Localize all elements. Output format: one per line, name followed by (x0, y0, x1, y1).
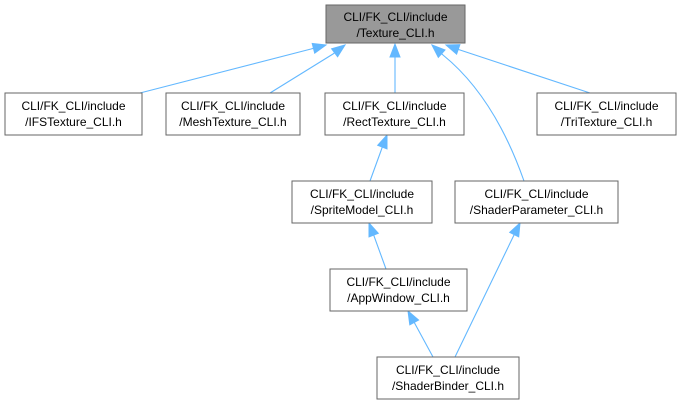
node-tri-texture[interactable]: CLI/FK_CLI/include /TriTexture_CLI.h (536, 92, 677, 136)
edge-arrowhead (430, 44, 446, 59)
edge-arrowhead (311, 42, 328, 55)
node-rect-texture-line1: CLI/FK_CLI/include (342, 99, 446, 113)
edge-line (441, 53, 525, 182)
node-shader-parameter-line2: /ShaderParameter_CLI.h (470, 203, 603, 217)
edge-sprite-model-to-rect-texture (369, 133, 388, 182)
node-rect-texture-box (324, 92, 465, 136)
node-rect-texture-line2: /RectTexture_CLI.h (343, 115, 446, 129)
node-app-window-line1: CLI/FK_CLI/include (346, 275, 450, 289)
edge-line (369, 146, 383, 182)
edge-tri-texture-to-texture (444, 44, 591, 94)
node-texture-box (325, 4, 466, 44)
edge-arrowhead (368, 221, 380, 238)
node-tri-texture-line1: CLI/FK_CLI/include (554, 99, 658, 113)
node-tri-texture-box (536, 92, 677, 136)
edge-line (458, 48, 591, 94)
node-rect-texture[interactable]: CLI/FK_CLI/include /RectTexture_CLI.h (324, 92, 465, 136)
node-mesh-texture-line2: /MeshTexture_CLI.h (179, 115, 286, 129)
edge-arrowhead (407, 309, 420, 326)
node-ifs-texture-box (4, 92, 143, 136)
node-shader-binder[interactable]: CLI/FK_CLI/include /ShaderBinder_CLI.h (376, 356, 520, 400)
edge-shader-parameter-to-texture (430, 44, 525, 182)
edge-rect-texture-to-texture (389, 42, 401, 93)
node-mesh-texture-box (165, 92, 301, 136)
edge-line (139, 47, 314, 94)
node-mesh-texture[interactable]: CLI/FK_CLI/include /MeshTexture_CLI.h (165, 92, 301, 136)
node-ifs-texture-line2: /IFSTexture_CLI.h (25, 115, 122, 129)
edge-line (413, 321, 434, 358)
node-shader-parameter-box (454, 180, 619, 224)
node-sprite-model[interactable]: CLI/FK_CLI/include /SpriteModel_CLI.h (291, 180, 433, 224)
node-app-window[interactable]: CLI/FK_CLI/include /AppWindow_CLI.h (329, 268, 468, 312)
edge-mesh-texture-to-texture (269, 44, 347, 94)
edge-app-window-to-sprite-model (368, 221, 387, 270)
edge-ifs-texture-to-texture (139, 42, 328, 94)
node-mesh-texture-line1: CLI/FK_CLI/include (181, 99, 285, 113)
node-shader-binder-line1: CLI/FK_CLI/include (396, 363, 500, 377)
node-app-window-line2: /AppWindow_CLI.h (347, 291, 450, 305)
node-sprite-model-line1: CLI/FK_CLI/include (310, 187, 414, 201)
node-shader-binder-box (376, 356, 520, 400)
edge-arrowhead (389, 42, 401, 58)
edge-arrowhead (330, 44, 347, 58)
node-tri-texture-line2: /TriTexture_CLI.h (561, 115, 653, 129)
edge-shader-binder-to-shader-parameter (454, 221, 521, 358)
edge-line (269, 52, 335, 94)
node-ifs-texture[interactable]: CLI/FK_CLI/include /IFSTexture_CLI.h (4, 92, 143, 136)
dependency-edges (139, 42, 591, 358)
node-sprite-model-box (291, 180, 433, 224)
edge-arrowhead (508, 221, 521, 238)
node-sprite-model-line2: /SpriteModel_CLI.h (311, 203, 414, 217)
edge-shader-binder-to-app-window (407, 309, 434, 358)
node-shader-binder-line2: /ShaderBinder_CLI.h (392, 379, 504, 393)
edge-arrowhead (444, 44, 461, 55)
node-texture-line1: CLI/FK_CLI/include (343, 10, 447, 24)
node-shader-parameter[interactable]: CLI/FK_CLI/include /ShaderParameter_CLI.… (454, 180, 619, 224)
node-texture-line2: /Texture_CLI.h (356, 26, 434, 40)
node-app-window-box (329, 268, 468, 312)
node-shader-parameter-line1: CLI/FK_CLI/include (484, 187, 588, 201)
node-texture[interactable]: CLI/FK_CLI/include /Texture_CLI.h (325, 4, 466, 44)
edge-line (373, 234, 387, 270)
edge-arrowhead (376, 133, 388, 150)
node-ifs-texture-line1: CLI/FK_CLI/include (21, 99, 125, 113)
